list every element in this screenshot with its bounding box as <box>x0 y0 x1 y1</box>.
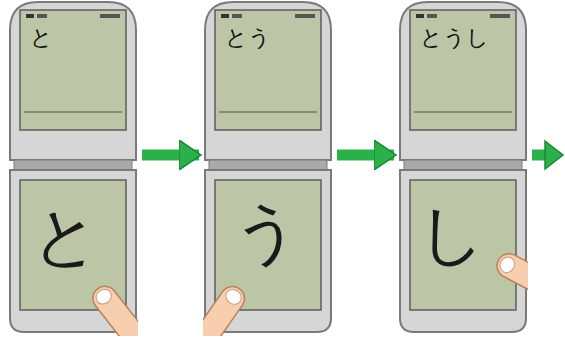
phone-upper-shell <box>10 2 136 160</box>
handwritten-char: う <box>233 200 301 266</box>
main-screen <box>20 10 126 130</box>
hinge <box>14 160 132 170</box>
battery-icon <box>26 14 34 18</box>
screen-text: とうし <box>420 26 489 50</box>
fingernail <box>93 286 114 307</box>
phone-upper-shell <box>205 2 331 160</box>
phone-illustration <box>205 2 331 332</box>
screen-rule <box>24 112 122 113</box>
handwritten-char: と <box>32 204 100 270</box>
arrow-shaft <box>532 150 546 161</box>
screen-rule <box>414 112 512 113</box>
fingertip <box>493 250 528 309</box>
clock-icon <box>490 14 510 18</box>
screen-rule <box>219 112 317 113</box>
trailing-arrow <box>532 141 563 169</box>
battery-icon <box>221 14 229 18</box>
fingernail <box>223 287 244 308</box>
screen-text: とう <box>225 26 271 50</box>
phone-node: とうしし <box>398 0 528 336</box>
touch-pad <box>410 180 516 310</box>
hinge <box>209 160 327 170</box>
phone-illustration <box>10 2 136 332</box>
phone-drawing <box>203 0 333 336</box>
fingertip <box>203 282 249 336</box>
hinge <box>404 160 522 170</box>
phone-lower-shell <box>400 170 526 332</box>
arrow-head <box>545 141 563 169</box>
phone-illustration <box>400 2 526 332</box>
main-screen <box>215 10 321 130</box>
signal-icon <box>37 14 47 18</box>
phone-node: とと <box>8 0 138 336</box>
flow-arrow <box>337 150 394 161</box>
main-screen <box>410 10 516 130</box>
touch-pad <box>215 180 321 310</box>
battery-icon <box>416 14 424 18</box>
finger <box>483 213 528 336</box>
fingernail <box>497 254 517 275</box>
clock-icon <box>100 14 120 18</box>
signal-icon <box>427 14 437 18</box>
flow-arrow <box>142 150 199 161</box>
finger <box>203 270 283 336</box>
phone-upper-shell <box>400 2 526 160</box>
fingertip <box>88 281 138 336</box>
clock-icon <box>295 14 315 18</box>
signal-icon <box>232 14 242 18</box>
screen-text: と <box>30 26 53 50</box>
handwritten-char: し <box>418 202 486 268</box>
phone-drawing <box>8 0 138 336</box>
phone-drawing <box>398 0 528 336</box>
phone-node: とうう <box>203 0 333 336</box>
